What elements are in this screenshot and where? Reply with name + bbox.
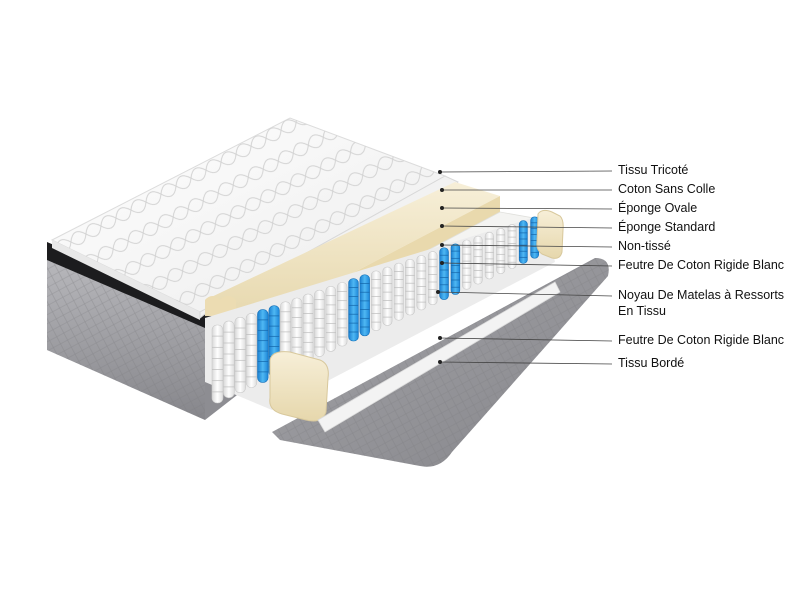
label-coton-sans-colle: Coton Sans Colle <box>618 182 716 196</box>
leader-dot <box>438 336 442 340</box>
leader-dot <box>440 224 444 228</box>
foam-end-cap-front <box>269 351 329 422</box>
leader-dot <box>438 360 442 364</box>
label-noyau-matelas-line2: En Tissu <box>618 304 666 318</box>
spring-white <box>416 255 427 311</box>
spring-white <box>245 313 258 388</box>
spring-white <box>484 232 494 280</box>
leader-lines <box>436 170 613 365</box>
foam-layer <box>205 182 500 324</box>
spring-white <box>427 251 438 306</box>
spring-blue <box>359 274 370 337</box>
spring-blue <box>439 247 449 300</box>
label-feutre-coton-1: Feutre De Coton Rigide Blanc <box>618 258 785 272</box>
label-non-tisse: Non-tissé <box>618 239 671 253</box>
leader-dot <box>436 290 440 294</box>
spring-white <box>473 235 483 285</box>
leader-line <box>439 337 613 342</box>
label-noyau-matelas: Noyau De Matelas à Ressorts <box>618 288 785 302</box>
spring-white <box>461 239 472 290</box>
label-tissu-tricote: Tissu Tricoté <box>618 163 689 177</box>
spring-blue <box>348 278 359 342</box>
label-tissu-borde: Tissu Bordé <box>618 356 685 370</box>
spring-white <box>223 320 235 399</box>
spring-white <box>496 228 506 274</box>
spring-white <box>314 289 325 357</box>
spring-blue <box>450 243 461 295</box>
leader-dot <box>440 206 444 210</box>
spring-white <box>405 258 415 316</box>
leader-line <box>437 291 613 297</box>
spring-white <box>211 324 224 404</box>
leader-line <box>441 225 613 229</box>
label-feutre-coton-2: Feutre De Coton Rigide Blanc <box>618 333 785 347</box>
spring-blue <box>257 309 269 383</box>
leader-line <box>439 361 613 365</box>
leader-dot <box>438 170 442 174</box>
leader-line <box>441 207 613 210</box>
spring-white <box>336 282 348 347</box>
spring-white <box>393 262 404 321</box>
spring-white <box>325 286 337 352</box>
foam-end-cap-back <box>536 209 564 259</box>
leader-dot <box>440 261 444 265</box>
leader-line <box>439 170 613 173</box>
spring-white <box>507 224 517 269</box>
spring-white <box>302 293 314 362</box>
leader-dot <box>440 188 444 192</box>
label-eponge-ovale: Éponge Ovale <box>618 201 698 215</box>
leader-line <box>441 262 613 267</box>
label-eponge-standard: Éponge Standard <box>618 220 716 234</box>
spring-white <box>382 266 393 326</box>
spring-blue <box>518 220 528 264</box>
leader-line <box>441 244 613 248</box>
spring-white <box>234 316 246 393</box>
leader-dot <box>440 243 444 247</box>
spring-white <box>370 270 382 331</box>
